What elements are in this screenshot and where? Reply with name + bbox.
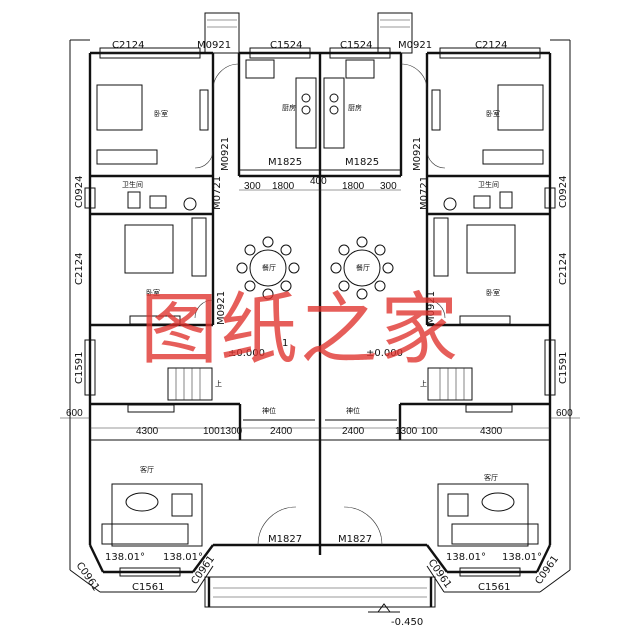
kitchen-counters [245, 59, 375, 149]
label-bedroom-mid-left: 卧室 [146, 288, 160, 297]
label-c1591-left: C1591 [74, 352, 85, 384]
label-c1561-right: C1561 [478, 582, 510, 593]
label-c1561-left: C1561 [132, 582, 164, 593]
dim-400-center: 400 [310, 176, 327, 187]
dim-100-right: 100 [421, 426, 438, 437]
label-m0921-top-right: M0921 [398, 40, 432, 51]
label-living-right: 客厅 [484, 473, 498, 482]
label-m0921-top-left: M0921 [197, 40, 231, 51]
label-c2124-side-left: C2124 [74, 253, 85, 285]
label-kitchen-right: 厨房 [348, 103, 362, 112]
label-up-right: 上 [420, 379, 427, 388]
label-c2124-right: C2124 [475, 40, 507, 51]
label-m1825-right: M1825 [345, 157, 379, 168]
label-bedroom-top-left: 卧室 [154, 109, 168, 118]
dim-300-right: 300 [380, 181, 397, 192]
label-bathroom-right: 卫生间 [478, 180, 499, 189]
label-m0921-mid-left: M0921 [220, 137, 231, 171]
doors [194, 63, 446, 546]
dim-1300-left: 1300 [220, 426, 243, 437]
label-level-right: ±0.000 [366, 348, 403, 359]
label-bathroom-left: 卫生间 [122, 180, 143, 189]
dim-1800-left: 1800 [272, 181, 295, 192]
label-c0961-left-1: C0961 [74, 560, 102, 593]
dimension-lines [60, 189, 580, 429]
label-m1825-left: M1825 [268, 157, 302, 168]
label-bedroom-mid-right: 卧室 [486, 288, 500, 297]
dim-4300-left: 4300 [136, 426, 159, 437]
dining-tables [236, 236, 394, 300]
dim-4300-right: 4300 [480, 426, 503, 437]
bathroom-fixtures [127, 191, 513, 211]
dim-300-left: 300 [244, 181, 261, 192]
dim-1300-right: 1300 [395, 426, 418, 437]
label-m1827-right: M1827 [338, 534, 372, 545]
dim-100-left: 100 [203, 426, 220, 437]
label-angle-left-2: 138.01° [163, 552, 203, 563]
dim-1800-right: 1800 [342, 181, 365, 192]
label-angle-left-1: 138.01° [105, 552, 145, 563]
label-bedroom-top-right: 卧室 [486, 109, 500, 118]
label-angle-right-2: 138.01° [502, 552, 542, 563]
label-living-left: 客厅 [140, 465, 154, 474]
label-c2124-left: C2124 [112, 40, 144, 51]
dim-2400-right: 2400 [342, 426, 365, 437]
label-m0721-left: M0721 [212, 176, 223, 210]
label-up-left: 上 [215, 379, 222, 388]
label-c1524-left: C1524 [270, 40, 302, 51]
label-m0921-low-left: M0921 [216, 291, 227, 325]
dim-2400-left: 2400 [270, 426, 293, 437]
label-c0924-right: C0924 [558, 176, 569, 208]
label-c0924-left: C0924 [74, 176, 85, 208]
label-dining-left: 餐厅 [262, 263, 276, 272]
entrance-porches [204, 12, 436, 608]
label-level-outdoor: -0.450 [391, 617, 423, 628]
dim-600-left: 600 [66, 408, 83, 419]
label-m1827-left: M1827 [268, 534, 302, 545]
outer-walls [69, 39, 571, 593]
label-one: 1 [282, 338, 288, 349]
label-angle-right-1: 138.01° [446, 552, 486, 563]
living-furniture [101, 483, 539, 547]
label-m0921-low-right: M0921 [426, 291, 437, 325]
label-shrine-right: 神位 [346, 406, 360, 415]
label-c1591-right: C1591 [558, 352, 569, 384]
label-kitchen-left: 厨房 [282, 103, 296, 112]
label-m0721-right: M0721 [419, 176, 430, 210]
label-m0921-mid-right: M0921 [412, 137, 423, 171]
label-dining-right: 餐厅 [356, 263, 370, 272]
label-level-left: ±0.000 [228, 348, 265, 359]
label-c1524-right: C1524 [340, 40, 372, 51]
windows [84, 47, 556, 577]
dim-600-right: 600 [556, 408, 573, 419]
label-c2124-side-right: C2124 [558, 253, 569, 285]
label-shrine-left: 神位 [262, 406, 276, 415]
watermark-text: 图纸之家 [140, 285, 460, 375]
bedroom-furniture [96, 84, 544, 325]
stairs [127, 367, 513, 413]
